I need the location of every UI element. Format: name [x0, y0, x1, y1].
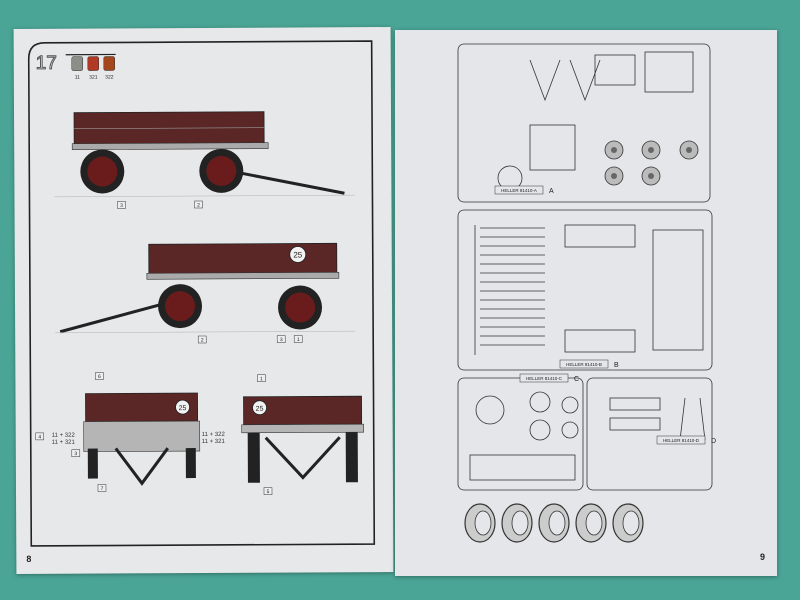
paint-pot-icon — [71, 56, 84, 71]
svg-text:11 + 321: 11 + 321 — [52, 440, 76, 446]
tire-rim — [511, 510, 529, 536]
callout-box — [257, 374, 266, 382]
sprue-b — [457, 209, 713, 371]
wheel-hub — [648, 173, 654, 179]
sprue-letter: D — [711, 438, 716, 445]
callout-number: 3 — [280, 337, 283, 343]
sprue-label: HELLER 81410-C — [526, 376, 563, 381]
callout-number: 2 — [197, 203, 200, 209]
page-number: 9 — [759, 552, 765, 562]
callout-number: 1 — [297, 337, 300, 343]
right-page: HELLER 81410-A A HELLER 81410-B B HELLER 814… — [395, 30, 777, 576]
tire-rim — [622, 510, 640, 536]
svg-text:25: 25 — [179, 405, 187, 412]
trailer-front-view: 25 — [241, 395, 364, 483]
sprue-diagrams: HELLER 81410-A A HELLER 81410-B B HELLER 814… — [457, 43, 716, 543]
sprue-label-box — [494, 185, 544, 195]
sprue-c — [457, 377, 584, 491]
sprue-letter: A — [549, 188, 554, 195]
callout-box — [71, 449, 81, 457]
svg-text:11 + 322: 11 + 322 — [202, 432, 226, 438]
callout-number: 6 — [98, 374, 101, 380]
callout-number: 4 — [38, 434, 41, 440]
tire-rim — [548, 510, 566, 536]
wheel-hub — [611, 147, 617, 153]
paint-pot-icon — [87, 56, 100, 71]
trailer-side-view-right — [54, 111, 355, 198]
sprue-d — [586, 377, 713, 491]
sprue-label: HELLER 81410-B — [566, 362, 602, 367]
callout-number: 7 — [101, 486, 104, 492]
callout-box — [197, 335, 207, 344]
page-number: 8 — [26, 553, 32, 564]
svg-text:25: 25 — [256, 406, 264, 413]
paint-code: 11 — [75, 75, 80, 81]
sprue-label: HELLER 81410-D — [663, 438, 700, 443]
callout-box — [194, 200, 203, 209]
callout-box — [35, 432, 44, 441]
callout-number: 2 — [201, 337, 204, 343]
sprue-letter: B — [614, 362, 619, 369]
callout-box — [117, 201, 126, 209]
number-decal — [289, 246, 307, 263]
wheel-hub — [648, 147, 654, 153]
paint-code: 322 — [105, 74, 114, 80]
cargo-bed — [148, 242, 338, 276]
callout-number: 5 — [267, 489, 270, 495]
step-number: 17 — [36, 53, 57, 74]
part-callouts: 3 2 2 3 1 6 4 3 7 1 5 — [35, 200, 303, 495]
callout-number: 3 — [120, 203, 123, 209]
trailer-rear-view: 25 11 + 322 11 + 321 11 + 322 11 + 321 — [52, 392, 226, 486]
callout-number: 1 — [260, 376, 263, 382]
callout-box — [95, 372, 104, 380]
svg-text:11 + 322: 11 + 322 — [52, 433, 76, 439]
sprue-label-box — [656, 435, 706, 445]
callout-box — [293, 335, 303, 343]
callout-box — [276, 335, 286, 343]
callout-box — [263, 487, 273, 495]
wheel-hub — [611, 173, 617, 179]
callout-box — [97, 484, 107, 492]
wheel-hub — [686, 147, 692, 153]
paint-pots: 11 321 322 — [71, 56, 116, 81]
callout-number: 3 — [74, 451, 77, 457]
svg-text:11 + 321: 11 + 321 — [202, 439, 226, 445]
sprue-label-box — [519, 373, 569, 383]
sprue-a — [457, 43, 711, 203]
trailer-side-view-left: 25 — [55, 242, 356, 334]
svg-text:25: 25 — [293, 250, 302, 259]
sprue-label-box — [559, 359, 609, 369]
sprue-label: HELLER 81410-A — [501, 188, 537, 193]
paint-pot-icon — [103, 56, 116, 71]
tire-rim — [585, 510, 603, 536]
tire-rim — [474, 510, 492, 536]
step-frame — [27, 40, 376, 547]
paint-code: 321 — [89, 75, 98, 81]
sprue-letter: C — [574, 376, 579, 383]
